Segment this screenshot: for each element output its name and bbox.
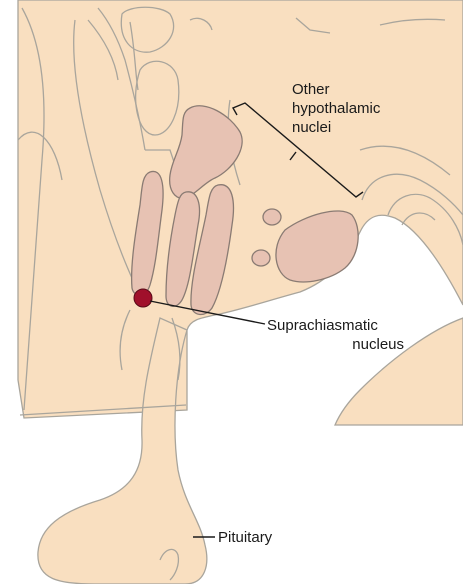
other-nuclei-label-line2: hypothalamic — [292, 100, 381, 117]
pituitary-label: Pituitary — [218, 529, 273, 546]
other-nuclei-label-line3: nuclei — [292, 119, 331, 136]
small-nucleus-2 — [252, 250, 270, 266]
scn-label-line2: nucleus — [352, 336, 404, 353]
suprachiasmatic-nucleus — [134, 289, 152, 307]
scn-label-line1: Suprachiasmatic — [267, 317, 378, 334]
small-nucleus-1 — [263, 209, 281, 225]
other-nuclei-label-line1: Other — [292, 81, 330, 98]
